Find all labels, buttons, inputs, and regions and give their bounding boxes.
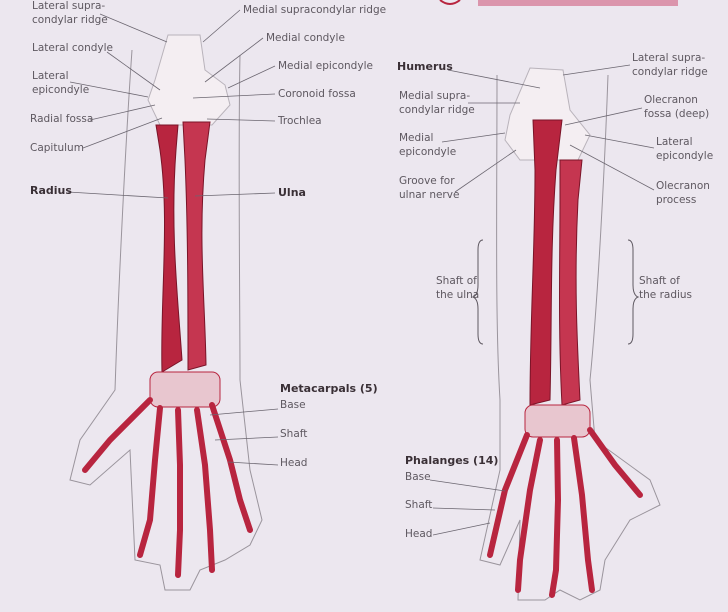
carpals <box>149 371 221 408</box>
label-lateral-supracondylar-ridge-post: Lateral supra-condylar ridge <box>632 52 708 78</box>
label-lateral-condyle: Lateral condyle <box>32 42 113 54</box>
hand-bones <box>82 397 253 578</box>
label-medial-epicondyle: Medial epicondyle <box>278 60 373 72</box>
label-phalanx-head: Head <box>405 528 433 540</box>
header-ornament <box>439 0 461 5</box>
carpals <box>524 404 591 438</box>
radius-bone <box>559 159 583 406</box>
label-medial-supracondylar-ridge: Medial supracondylar ridge <box>243 4 387 16</box>
label-metacarpal-head: Head <box>280 457 308 469</box>
brace-ulna-shaft <box>471 239 484 345</box>
label-radius: Radius <box>30 184 72 197</box>
label-medial-supracondylar-ridge-post: Medial supra-condylar ridge <box>399 90 475 116</box>
label-phalanx-base: Base <box>405 471 431 483</box>
label-metacarpal-base: Base <box>280 399 306 411</box>
anterior-forearm <box>69 34 263 591</box>
label-trochlea: Trochlea <box>278 115 322 127</box>
header-title-fragment <box>478 0 678 6</box>
label-metacarpals: Metacarpals (5) <box>280 382 378 395</box>
skin-outline <box>479 74 661 601</box>
radius-bone <box>155 124 183 373</box>
label-coronoid-fossa: Coronoid fossa <box>278 88 356 100</box>
label-radial-fossa: Radial fossa <box>30 113 94 125</box>
label-ulna: Ulna <box>278 186 306 199</box>
label-phalanx-shaft: Shaft <box>405 499 433 511</box>
skin-outline <box>69 49 263 591</box>
ulna-bone <box>182 121 211 371</box>
label-metacarpal-shaft: Shaft <box>280 428 308 440</box>
brace-radius-shaft <box>627 239 640 345</box>
label-lateral-supracondylar-ridge: Lateral supra-condylar ridge <box>32 0 108 26</box>
label-medial-condyle: Medial condyle <box>266 32 345 44</box>
leader-lines <box>67 9 655 536</box>
label-humerus: Humerus <box>397 60 453 73</box>
label-phalanges: Phalanges (14) <box>405 454 499 467</box>
humerus-distal <box>147 34 231 126</box>
ulna-bone <box>529 119 563 406</box>
label-capitulum: Capitulum <box>30 142 84 154</box>
hand-bones <box>487 427 643 598</box>
posterior-forearm <box>471 67 661 601</box>
